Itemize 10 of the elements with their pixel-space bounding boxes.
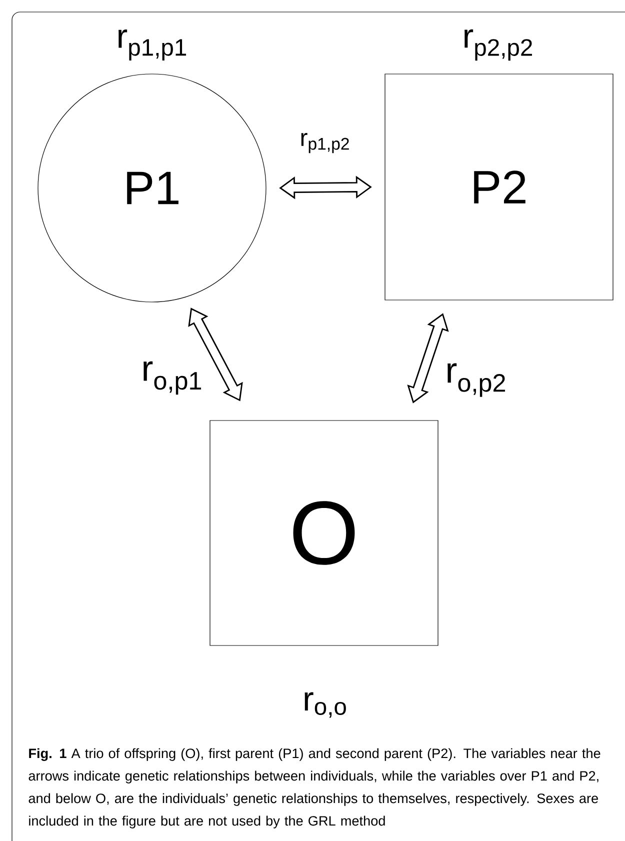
variable-label: r$_{p2,p2}$ xyxy=(464,29,532,61)
square-node: O xyxy=(210,420,438,646)
caption: Fig. 1 A trio of offspring (O), first parent (P1) and second parent (P2). The variables near the arrows indicate genetic relationships between individuals, while the variables over P1 and P2, and below O, are the individuals’ genetic relationships to themselves, respectively. Sexes are included in the figure but are not used by the GRL method xyxy=(28,748,600,828)
edge-label: r$_{p1,p2}$ xyxy=(301,132,349,154)
variable-label: r$_{p1,p1}$ xyxy=(118,29,186,61)
circle-node: P1 xyxy=(38,74,266,302)
square-node: P2 xyxy=(384,74,614,300)
edge-label: r$_{o,p2}$ xyxy=(448,363,505,397)
edge-label: r$_{o,p1}$ xyxy=(144,361,202,395)
variable-label: r$_{o,o}$ xyxy=(304,692,346,718)
